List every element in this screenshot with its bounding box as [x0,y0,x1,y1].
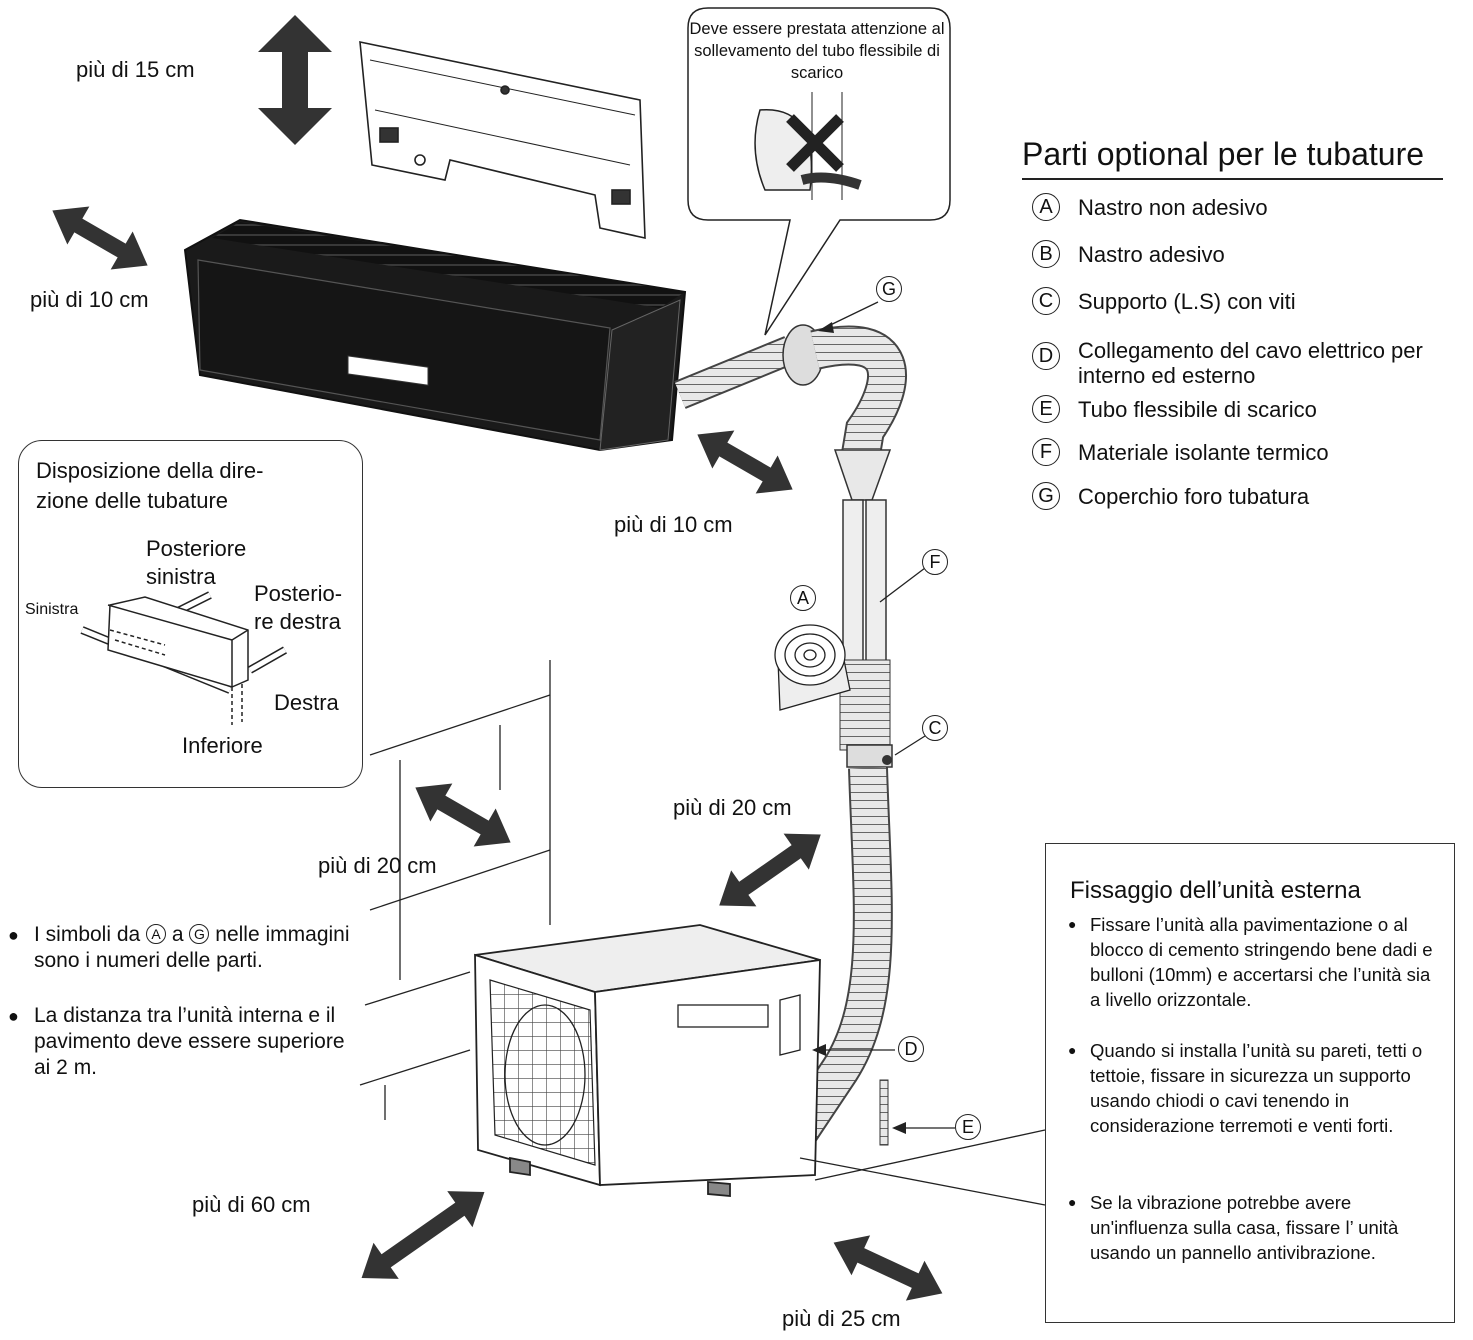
leader-lines [799,301,1046,1206]
arrow-wall [415,783,511,847]
arrow-right [697,430,793,494]
outdoor-fixing-title: Fissaggio dell’unità esterna [1070,877,1361,904]
clearance-arrows [52,15,943,1301]
pipe-assembly [674,324,907,1146]
dir-rear-left: Posteriore sinistra [146,536,247,589]
piping-direction-sketch [80,591,287,725]
callout-g: G [876,276,902,302]
indoor-unit [183,218,687,452]
clearance-front-label: più di 60 cm [192,1192,311,1217]
callout-a: A [790,585,816,611]
parts-list-title: Parti optional per le tubature [1022,136,1425,172]
dir-bottom: Inferiore [182,733,263,758]
piping-direction-title: Disposizione della dire- zione delle tub… [36,458,264,513]
note-height: ● La distanza tra l’unità interna e il p… [8,1004,345,1079]
outdoor-unit [474,924,821,1197]
drain-hose-warning: Deve essere prestata attenzione al solle… [689,20,945,82]
clearance-side-label: più di 25 cm [782,1306,901,1331]
dir-rear-right: Posterio- re destra [254,581,343,634]
arrow-left [52,206,148,270]
clearance-rear-label: più di 20 cm [673,795,792,820]
arrowhead-G [818,322,834,333]
arrow-top [258,15,332,145]
clearance-top-label: più di 15 cm [76,57,195,82]
callout-e: E [955,1114,981,1140]
arrowhead-E [892,1122,906,1134]
clearance-wall-label: più di 20 cm [318,853,437,878]
tape-roll [774,624,851,711]
callout-f: F [922,549,948,575]
dir-right: Destra [274,690,339,715]
callout-c: C [922,715,948,741]
wall-lines [359,660,551,1120]
dir-left: Sinistra [25,601,79,618]
piping-direction-panel [18,440,363,788]
parts-list-divider [1022,178,1443,180]
arrow-side [833,1235,943,1301]
arrow-front [361,1191,485,1279]
arrowhead-D [812,1044,826,1056]
clearance-left-label: più di 10 cm [30,287,149,312]
note-symbols: ● I simboli da A a G nelle immagini sono… [8,923,350,972]
outdoor-fixing-panel [1045,843,1455,1323]
warning-bubble [687,7,951,336]
arrow-rear [719,833,821,907]
clearance-right-label: più di 10 cm [614,512,733,537]
mounting-plate [359,40,646,240]
callout-d: D [898,1036,924,1062]
